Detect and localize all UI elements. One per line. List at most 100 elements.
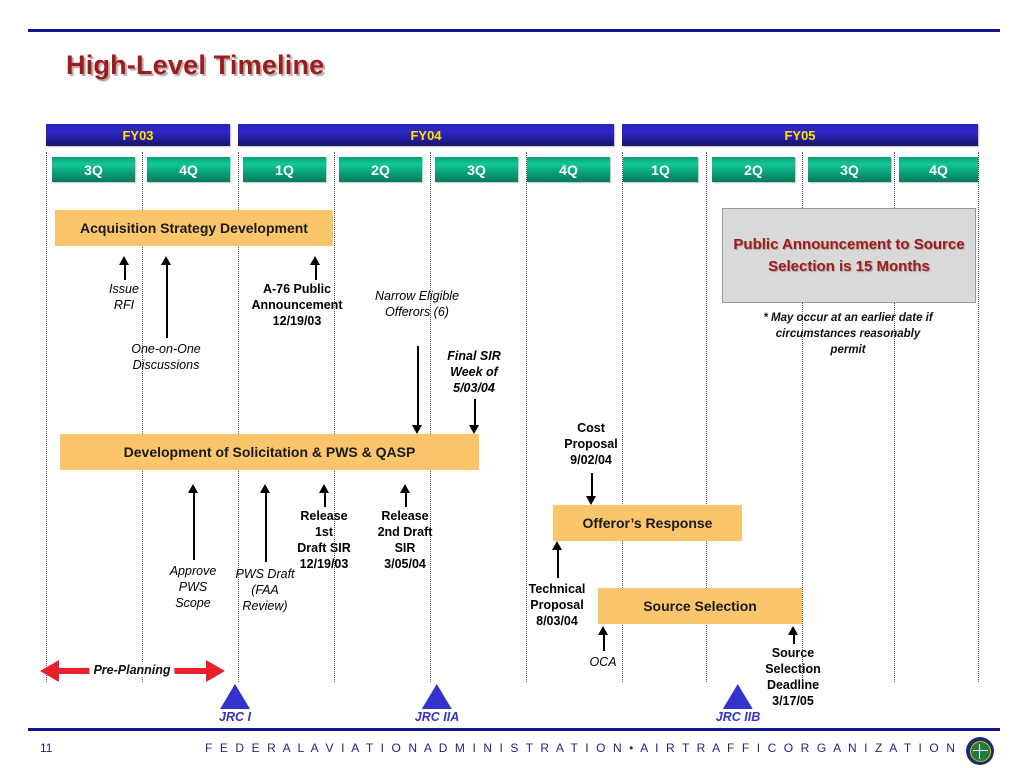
arrow-head-icon xyxy=(411,425,422,434)
milestone-arrow-up-icon xyxy=(318,484,330,509)
milestone-arrow-up-icon xyxy=(187,484,199,562)
callout-footnote: * May occur at an earlier date if circum… xyxy=(763,312,933,356)
task-bar: Acquisition Strategy Development xyxy=(55,210,333,246)
arrow-shaft xyxy=(264,491,267,562)
arrow-head-icon xyxy=(160,256,171,265)
triangle-marker-icon xyxy=(722,684,753,709)
fiscal-year-bar: FY05 xyxy=(622,124,978,146)
arrow-shaft xyxy=(314,263,317,280)
milestone-arrow-up-icon xyxy=(597,626,609,653)
quarter-bar: 1Q xyxy=(243,157,326,182)
arrow-shaft xyxy=(473,399,476,425)
arrow-shaft xyxy=(792,633,795,644)
quarter-bar: 2Q xyxy=(712,157,795,182)
quarter-bar: 4Q xyxy=(147,157,230,182)
gridline xyxy=(802,152,803,682)
arrow-head-icon xyxy=(309,256,320,265)
milestone-label-narrow-eligible-offerors: Narrow Eligible Offerors (6) xyxy=(374,289,460,319)
milestone-label-source-selection-deadline: Source Selection Deadline 3/17/05 xyxy=(765,646,821,708)
quarter-bar: 3Q xyxy=(52,157,135,182)
arrow-shaft xyxy=(404,491,407,507)
arrow-shaft xyxy=(123,263,126,280)
milestone-label-release-1st-draft-sir: Release 1st Draft SIR 12/19/03 xyxy=(297,509,351,571)
quarter-bar: 2Q xyxy=(339,157,422,182)
milestone-arrow-up-icon xyxy=(160,256,172,340)
milestone-arrow-up-icon xyxy=(787,626,799,646)
faa-seal-icon xyxy=(966,737,994,765)
gridline xyxy=(430,152,431,682)
milestone-label-a76-public-announcement: A-76 Public Announcement 12/19/03 xyxy=(251,282,343,328)
milestone-arrow-up-icon xyxy=(551,541,563,580)
faa-seal-inner xyxy=(969,740,991,762)
quarter-bar: 3Q xyxy=(808,157,891,182)
quarter-bar: 4Q xyxy=(527,157,610,182)
arrow-shaft xyxy=(590,473,593,496)
arrow-head-icon xyxy=(787,626,798,635)
milestone-arrow-down-icon xyxy=(585,473,597,505)
gridline xyxy=(46,152,47,682)
arrow-head-icon xyxy=(468,425,479,434)
pre-planning-label: Pre-Planning xyxy=(89,663,175,677)
arrow-head-icon xyxy=(318,484,329,493)
jrc-marker-label: JRC IIA xyxy=(414,710,460,724)
page-number: 11 xyxy=(40,741,53,755)
jrc-marker-label: JRC I xyxy=(219,710,251,724)
triangle-marker-icon xyxy=(421,684,452,709)
arrow-head-icon xyxy=(585,496,596,505)
jrc-marker: JRC IIB xyxy=(716,684,760,724)
jrc-marker-label: JRC IIB xyxy=(715,710,761,724)
arrow-head-icon xyxy=(118,256,129,265)
gridline xyxy=(622,152,623,682)
footer-divider xyxy=(28,728,1000,731)
page-title: High-Level Timeline xyxy=(66,50,325,80)
gridline xyxy=(706,152,707,682)
milestone-arrow-up-icon xyxy=(259,484,271,564)
quarter-bar: 4Q xyxy=(899,157,978,182)
quarter-bar: 1Q xyxy=(623,157,698,182)
gridline xyxy=(978,152,979,682)
task-bar: Development of Solicitation & PWS & QASP xyxy=(60,434,479,470)
triangle-marker-icon xyxy=(219,684,250,709)
quarter-bar: 3Q xyxy=(435,157,518,182)
milestone-label-technical-proposal: Technical Proposal 8/03/04 xyxy=(528,582,586,628)
arrow-shaft xyxy=(165,263,168,338)
gridline xyxy=(894,152,895,682)
milestone-arrow-down-icon xyxy=(468,399,480,434)
milestone-arrow-down-icon xyxy=(411,346,423,434)
header-divider xyxy=(28,29,1000,32)
milestone-label-one-on-one: One-on-One Discussions xyxy=(131,342,201,372)
pre-planning-arrow: Pre-Planning xyxy=(40,660,225,682)
jrc-marker: JRC IIA xyxy=(415,684,459,724)
arrow-head-icon xyxy=(399,484,410,493)
arrow-shaft xyxy=(556,548,559,578)
milestone-label-final-sir: Final SIR Week of 5/03/04 xyxy=(447,349,501,395)
task-bar: Offeror’s Response xyxy=(553,505,742,541)
task-bar: Source Selection xyxy=(598,588,802,624)
callout-text: Public Announcement to Source Selection … xyxy=(733,235,965,275)
milestone-label-issue-rfi: Issue RFI xyxy=(109,282,139,312)
arrow-head-icon xyxy=(551,541,562,550)
arrow-shaft xyxy=(192,491,195,560)
gridline xyxy=(142,152,143,682)
arrow-head-icon xyxy=(259,484,270,493)
gridline xyxy=(334,152,335,682)
gridline xyxy=(238,152,239,682)
milestone-arrow-up-icon xyxy=(118,256,130,282)
footer-organization: F E D E R A L A V I A T I O N A D M I N … xyxy=(205,741,958,755)
milestone-label-approve-pws-scope: Approve PWS Scope xyxy=(169,564,217,610)
milestone-label-release-2nd-draft-sir: Release 2nd Draft SIR 3/05/04 xyxy=(377,509,433,571)
milestone-label-pws-draft-faa-review: PWS Draft (FAA Review) xyxy=(235,567,295,613)
arrow-shaft xyxy=(416,346,419,425)
milestone-arrow-up-icon xyxy=(399,484,411,509)
milestone-label-oca: OCA xyxy=(589,655,617,669)
arrow-head-icon xyxy=(187,484,198,493)
callout-box: Public Announcement to Source Selection … xyxy=(722,208,976,303)
fiscal-year-bar: FY03 xyxy=(46,124,230,146)
gridline xyxy=(526,152,527,682)
milestone-label-cost-proposal: Cost Proposal 9/02/04 xyxy=(564,421,618,467)
fiscal-year-bar: FY04 xyxy=(238,124,614,146)
jrc-marker: JRC I xyxy=(219,684,251,724)
arrow-shaft xyxy=(602,633,605,651)
arrow-left-icon xyxy=(40,660,59,682)
